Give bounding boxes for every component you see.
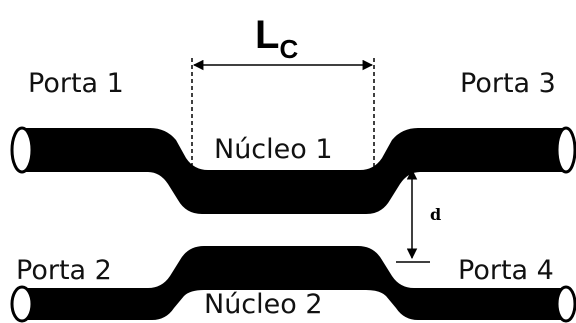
port3-label: Porta 3 — [460, 68, 556, 99]
separation-indicator: d — [396, 165, 441, 263]
core2-label: Núcleo 2 — [204, 289, 323, 320]
port4-label: Porta 4 — [458, 255, 554, 286]
d-label: d — [430, 205, 441, 224]
lc-label: LC — [255, 13, 298, 64]
port2-label: Porta 2 — [16, 255, 112, 286]
lower-waveguide-body — [22, 246, 566, 320]
upper-waveguide — [10, 126, 576, 214]
port2-end-cap — [10, 285, 34, 323]
port1-end-cap — [10, 126, 34, 174]
coupling-length-indicator: LC — [191, 13, 375, 170]
core1-label: Núcleo 1 — [214, 134, 333, 165]
port4-end-cap — [555, 285, 576, 323]
lower-waveguide — [10, 246, 576, 323]
upper-waveguide-body — [22, 128, 566, 214]
port1-label: Porta 1 — [28, 68, 124, 99]
port3-end-cap — [555, 126, 576, 174]
